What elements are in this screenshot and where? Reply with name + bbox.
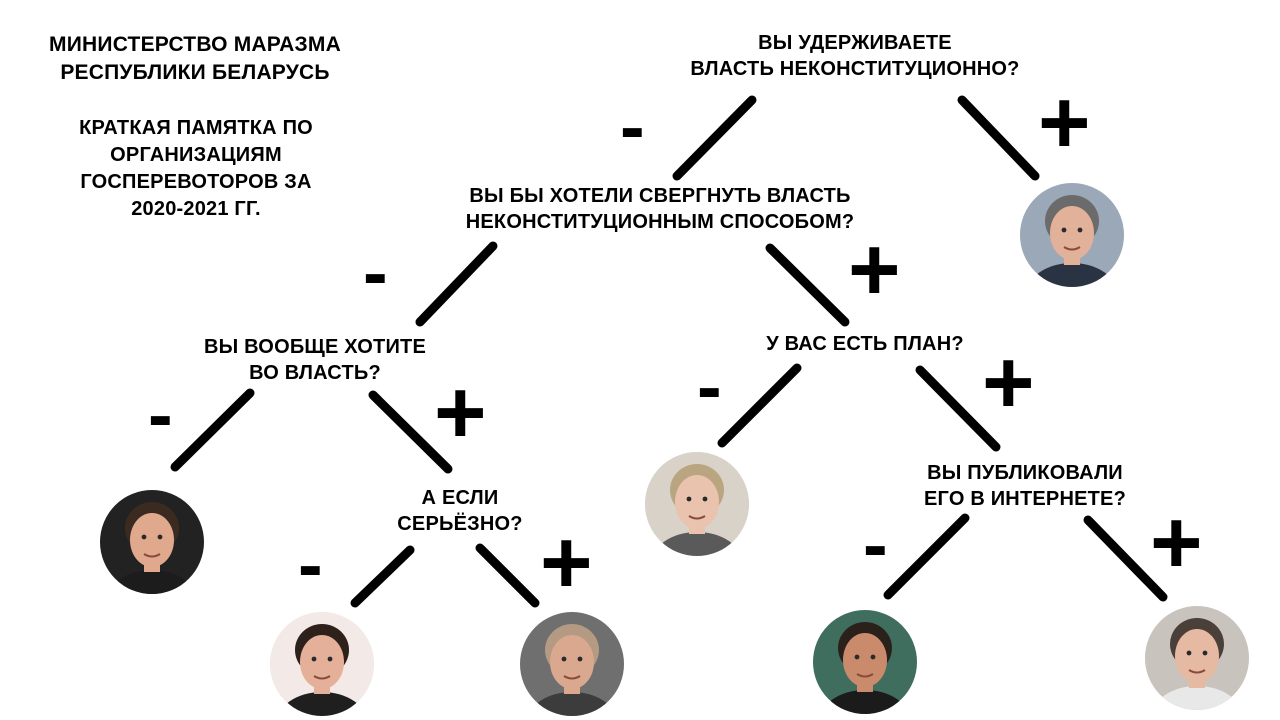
question-6-node: ВЫ ПУБЛИКОВАЛИ ЕГО В ИНТЕРНЕТЕ? — [924, 462, 1126, 510]
ministry-title: МИНИСТЕРСТВО МАРАЗМА РЕСПУБЛИКИ БЕЛАРУСЬ — [49, 33, 341, 84]
q2-plus-sign: + — [848, 220, 901, 320]
avatar-leaf-q1-yes — [1020, 183, 1124, 287]
q5-plus-sign: + — [982, 333, 1035, 433]
question-3-node: ВЫ ВООБЩЕ ХОТИТЕ ВО ВЛАСТЬ? — [203, 336, 427, 384]
edge-q2-yes — [765, 243, 850, 327]
avatar-leaf-q4-yes — [520, 612, 624, 716]
avatar-leaf-q4-no — [270, 612, 374, 716]
edge-q4-yes — [475, 543, 540, 608]
q3-minus-sign: - — [148, 373, 173, 456]
avatar-leaf-q6-no — [813, 610, 917, 714]
edge-q1-no — [672, 95, 757, 181]
q4-minus-sign: - — [298, 523, 323, 606]
edge-q1-yes — [957, 95, 1040, 181]
q1-plus-sign: + — [1038, 73, 1091, 173]
q4-plus-sign: + — [540, 513, 593, 613]
q1-minus-sign: - — [620, 85, 645, 168]
edge-q2-no — [415, 241, 498, 327]
question-4-node: А ЕСЛИ СЕРЬЁЗНО? — [397, 487, 523, 535]
edge-q5-yes — [915, 365, 1001, 452]
q6-plus-sign: + — [1150, 493, 1203, 593]
q5-minus-sign: - — [697, 345, 722, 428]
q2-minus-sign: - — [363, 231, 388, 314]
edge-q3-yes — [368, 390, 453, 474]
question-2-node: ВЫ БЫ ХОТЕЛИ СВЕРГНУТЬ ВЛАСТЬ НЕКОНСТИТУ… — [465, 185, 855, 233]
edge-q6-no — [883, 513, 970, 600]
edge-q6-yes — [1083, 515, 1168, 602]
question-1-node: ВЫ УДЕРЖИВАЕТЕ ВЛАСТЬ НЕКОНСТИТУЦИОННО? — [690, 32, 1020, 80]
avatar-leaf-q6-yes — [1145, 606, 1249, 710]
q3-plus-sign: + — [434, 363, 487, 463]
avatar-leaf-q5-no — [645, 452, 749, 556]
memo-subtitle: КРАТКАЯ ПАМЯТКА ПО ОРГАНИЗАЦИЯМ ГОСПЕРЕВ… — [79, 117, 313, 220]
q6-minus-sign: - — [863, 503, 888, 586]
avatar-leaf-q3-no — [100, 490, 204, 594]
edge-q4-no — [350, 545, 415, 608]
edge-q3-no — [170, 388, 255, 472]
edge-q5-no — [717, 363, 802, 448]
question-5-node: У ВАС ЕСТЬ ПЛАН? — [766, 333, 964, 355]
